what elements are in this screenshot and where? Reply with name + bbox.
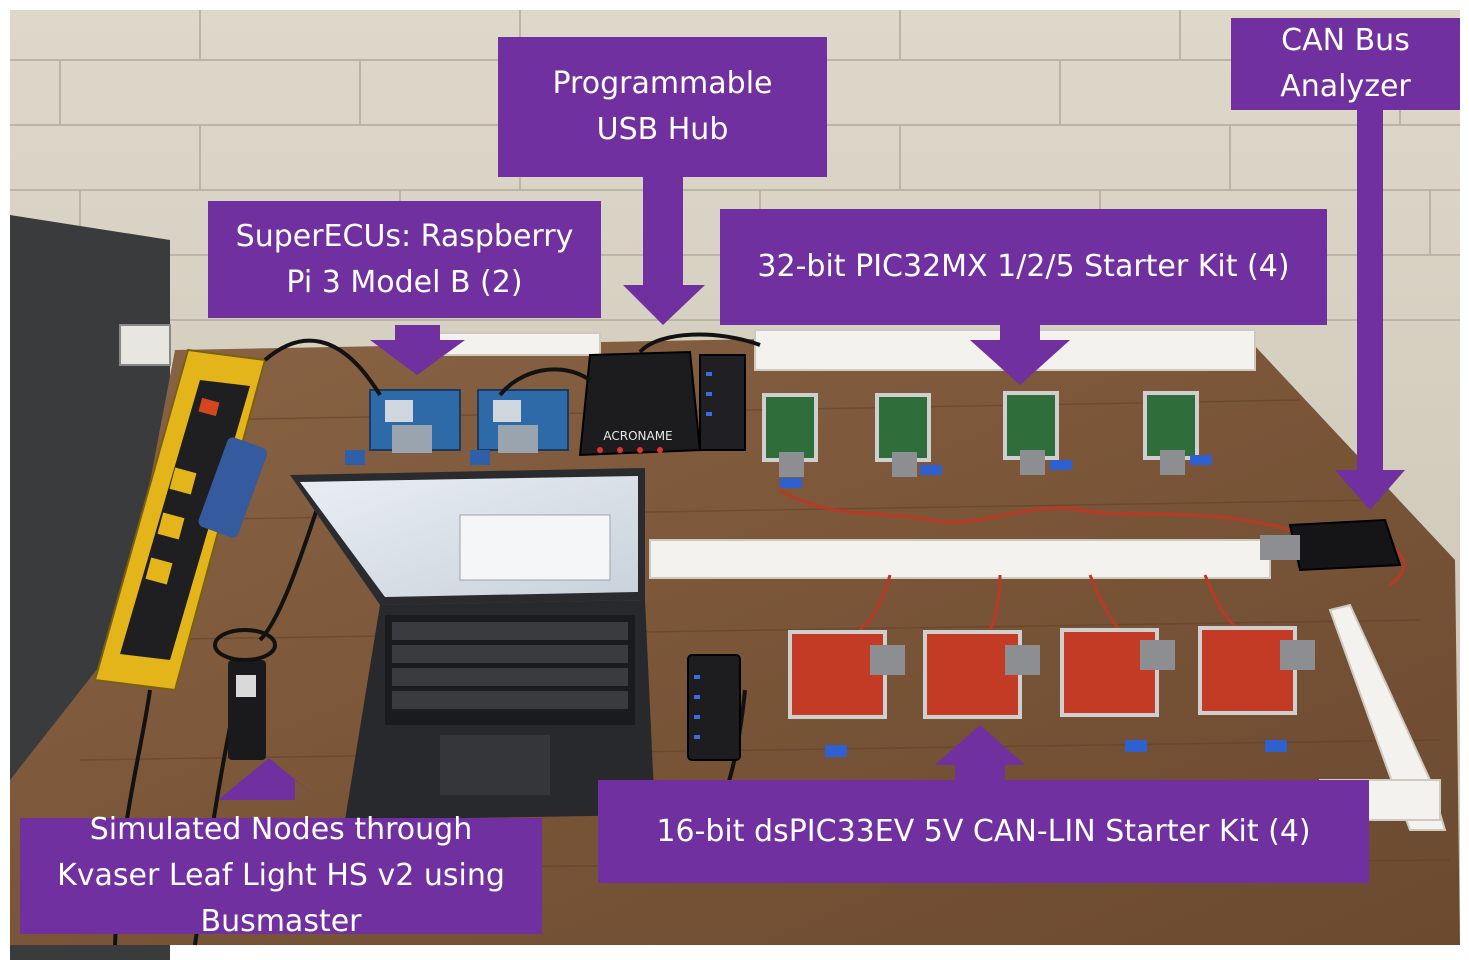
dspic-callout: 16-bit dsPIC33EV 5V CAN-LIN Starter Kit … (598, 780, 1369, 883)
can-analyzer-line-2: Analyzer (1280, 69, 1411, 104)
power-strip (93, 348, 267, 692)
can-bus-analyzer-device (1260, 518, 1402, 572)
pic32-callout: 32-bit PIC32MX 1/2/5 Starter Kit (4) (720, 209, 1327, 325)
simulated-nodes-line-3: Busmaster (200, 904, 362, 939)
power-adapter (213, 628, 277, 760)
usb-hub-small (687, 654, 741, 761)
dspic-starter-kit (788, 626, 1315, 757)
pic32-line-1: 32-bit PIC32MX 1/2/5 Starter Kit (4) (757, 249, 1290, 284)
raspberry-pi-board (345, 389, 461, 465)
superecu-callout: SuperECUs: Raspberry Pi 3 Model B (2) (208, 201, 601, 318)
superecu-line-2: Pi 3 Model B (2) (286, 264, 523, 300)
usb-hub-line-2: USB Hub (596, 112, 729, 147)
simulated-nodes-line-2: Kvaser Leaf Light HS v2 using (57, 858, 505, 893)
kvaser-leaf-light (198, 437, 268, 538)
acroname-usb-hub: ACRONAME (578, 350, 746, 457)
superecu-line-1: SuperECUs: Raspberry (235, 218, 574, 254)
acroname-logo-text: ACRONAME (603, 429, 672, 443)
pic32-starter-kit (762, 391, 1212, 488)
can-analyzer-line-1: CAN Bus (1281, 23, 1410, 58)
simulated-nodes-line-1: Simulated Nodes through (89, 812, 473, 847)
usb-hub-line-1: Programmable (552, 66, 773, 101)
dspic-line-1: 16-bit dsPIC33EV 5V CAN-LIN Starter Kit … (656, 813, 1311, 849)
raspberry-pi-board (470, 389, 569, 465)
callout-arrows (218, 110, 1405, 800)
laptop (290, 468, 655, 820)
